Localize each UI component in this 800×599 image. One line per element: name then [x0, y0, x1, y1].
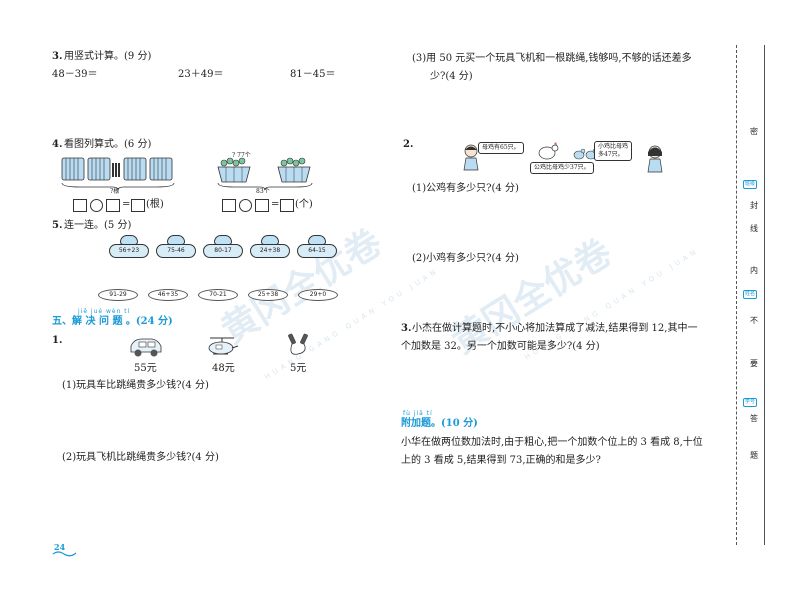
frog-card-4[interactable]: 24+38 — [250, 244, 290, 258]
side-tag-name: 姓名 — [743, 290, 757, 299]
leaf-card-4[interactable]: 25+38 — [248, 289, 288, 301]
extra-pinyin: fù jiā tí — [403, 410, 433, 417]
right-brace — [217, 182, 313, 190]
q4-left-unit: (根) — [146, 199, 164, 210]
frog-card-2[interactable]: 75-46 — [156, 244, 196, 258]
q3-number: 3. — [52, 51, 63, 62]
p1-number: 1. — [52, 335, 63, 346]
toy-car-image — [130, 338, 162, 357]
page-number-swirl — [52, 551, 77, 557]
page-number: 24 — [54, 542, 66, 552]
price-car: 55元 — [134, 363, 157, 374]
bubble-chicks: 小鸡比母鸡 多47只。 — [594, 141, 633, 161]
bubble-chicks-line1: 小鸡比母鸡 — [598, 143, 629, 150]
q4-right-unit: (个) — [295, 199, 313, 210]
q3-title: 用竖式计算。(9 分) — [64, 51, 152, 62]
p2-q2: (2)小鸡有多少只?(4 分) — [412, 253, 519, 264]
p3-line2: 个加数是 32。另一个加数可能是多少?(4 分) — [401, 341, 600, 352]
p1-q1: (1)玩具车比跳绳贵多少钱?(4 分) — [62, 380, 209, 391]
p1-q3-line1: (3)用 50 元买一个玩具飞机和一根跳绳,钱够吗,不够的话还差多 — [412, 53, 692, 64]
toy-plane-image — [208, 337, 239, 355]
q4-title: 看图列算式。(6 分) — [64, 139, 152, 150]
q5-title: 连一连。(5 分) — [64, 220, 132, 231]
side-char: 不 — [750, 316, 758, 325]
side-char: 线 — [750, 224, 758, 233]
answer-box[interactable] — [73, 199, 87, 212]
frog-card-5[interactable]: 64-15 — [297, 244, 337, 258]
section5-pinyin: jiě jué wèn tí — [78, 308, 131, 315]
operator-circle[interactable] — [239, 199, 252, 212]
girl-left-image — [463, 144, 479, 171]
left-brace — [61, 182, 175, 190]
leaf-card-2[interactable]: 46+35 — [148, 289, 188, 301]
binding-line-solid — [764, 45, 765, 545]
q5-number: 5. — [52, 220, 63, 231]
p2-number: 2. — [403, 139, 414, 150]
leaf-card-3[interactable]: 70-21 — [198, 289, 238, 301]
side-tag-class: 班级 — [743, 180, 757, 189]
extra-line1: 小华在做两位数加法时,由于粗心,把一个加数个位上的 3 看成 8,十位 — [401, 437, 703, 448]
answer-box[interactable] — [222, 199, 236, 212]
frog-card-1[interactable]: 56+23 — [109, 244, 149, 258]
extra-line2: 上的 3 看成 5,结果得到 73,正确的和是多少? — [401, 455, 601, 466]
side-char: 内 — [750, 266, 758, 275]
answer-box[interactable] — [280, 199, 294, 212]
operator-circle[interactable] — [90, 199, 103, 212]
bubble-hens: 母鸡有65只。 — [478, 142, 524, 154]
equals-sign: = — [122, 199, 131, 210]
side-char: 密 — [750, 127, 758, 136]
side-char: 要 — [750, 359, 758, 368]
answer-box[interactable] — [255, 199, 269, 212]
q3-problem-2: 23＋49＝ — [178, 69, 224, 80]
frog-card-3[interactable]: 80-17 — [203, 244, 243, 258]
bubble-chicks-line2: 多47只。 — [598, 151, 624, 158]
answer-box[interactable] — [106, 199, 120, 212]
q4-number: 4. — [52, 139, 63, 150]
binding-line-dashed — [736, 45, 737, 545]
q4-right-top: ? 77个 — [232, 152, 251, 159]
stick-bundles-image — [61, 157, 173, 181]
p3-number: 3. — [401, 323, 412, 334]
leaf-card-5[interactable]: 29+0 — [298, 289, 338, 301]
extra-title: 附加题。(10 分) — [401, 418, 478, 429]
price-rope: 5元 — [290, 363, 307, 374]
girl-right-image — [647, 145, 663, 173]
equals-sign: = — [271, 199, 280, 210]
section5-title: 五、解 决 问 题 。(24 分) — [52, 316, 173, 327]
p1-q3-line2: 少?(4 分) — [430, 71, 473, 82]
price-plane: 48元 — [212, 363, 235, 374]
q3-problem-1: 48－39＝ — [52, 69, 98, 80]
answer-box[interactable] — [131, 199, 145, 212]
side-char: 封 — [750, 201, 758, 210]
leaf-card-1[interactable]: 91-29 — [98, 289, 138, 301]
page-number-badge: 24 — [52, 540, 77, 557]
q4-right-total: 83个 — [256, 188, 270, 195]
side-char: 答 — [750, 414, 758, 423]
q3-problem-3: 81－45＝ — [290, 69, 336, 80]
p2-q1: (1)公鸡有多少只?(4 分) — [412, 183, 519, 194]
side-tag-number: 学号 — [743, 398, 757, 407]
baskets-image — [217, 157, 311, 183]
p3-line1: 小杰在做计算题时,不小心将加法算成了减法,结果得到 12,其中一 — [412, 323, 698, 334]
q4-left-total: ?根 — [110, 188, 120, 195]
bubble-roosters: 公鸡比母鸡少37只。 — [530, 162, 594, 174]
jump-rope-image — [288, 333, 308, 355]
side-char: 题 — [750, 451, 758, 460]
p1-q2: (2)玩具飞机比跳绳贵多少钱?(4 分) — [62, 452, 219, 463]
